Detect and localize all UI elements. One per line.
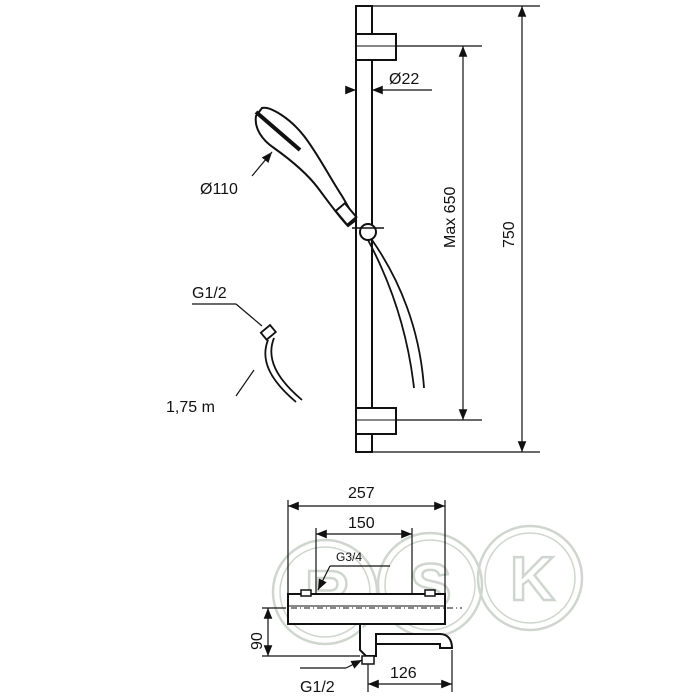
- hose-length-label: 1,75 m: [166, 399, 215, 416]
- loose-hose: [192, 303, 303, 403]
- outlet-thread-leader: [300, 659, 363, 669]
- outlet-thread-label: G1/2: [300, 679, 335, 696]
- shower-hose: [371, 239, 425, 389]
- hand-shower: [254, 106, 358, 228]
- slide-bar: [352, 5, 397, 453]
- hose-thread-label: G1/2: [192, 285, 227, 302]
- spout-length-dimension: [367, 650, 453, 692]
- handshower-diameter-label: Ø110: [200, 181, 238, 198]
- watermark: R S K: [271, 524, 584, 646]
- connection-distance-label: 150: [348, 515, 375, 532]
- mixer-height-label: 90: [249, 632, 266, 650]
- thermostatic-mixer: [287, 589, 454, 665]
- bar-diameter-label: Ø22: [389, 71, 419, 88]
- max-distance-dimension: [396, 45, 482, 421]
- spout-length-label: 126: [390, 665, 417, 682]
- mixer-width-label: 257: [348, 485, 375, 502]
- watermark-letter-k: K: [510, 545, 555, 614]
- bar-height-dimension: [372, 5, 540, 453]
- max-distance-label: Max 650: [442, 187, 459, 248]
- mixer-width-dimension: [287, 500, 446, 594]
- connection-distance-dimension: [315, 528, 413, 594]
- bar-height-label: 750: [501, 221, 518, 248]
- inlet-thread-label: G3/4: [336, 550, 362, 564]
- mixer-height-dimension: [262, 607, 360, 657]
- inlet-thread-leader: [317, 565, 390, 591]
